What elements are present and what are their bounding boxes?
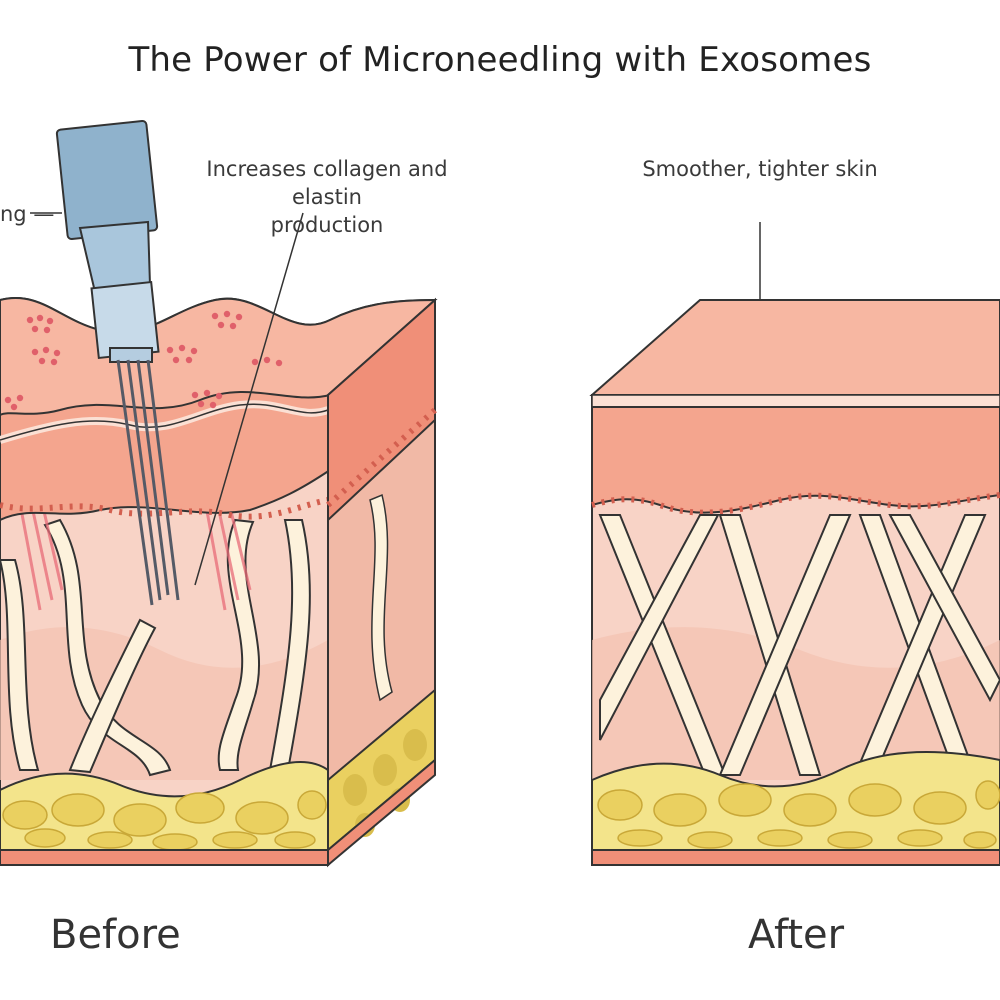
after-collagen-fibers: [598, 514, 1000, 776]
after-epidermis: [591, 406, 1000, 514]
callout-line-collagen: [194, 212, 304, 586]
collagen-callout-line1: Increases collagen and elastin: [206, 157, 448, 209]
after-top-surface: [589, 299, 1000, 396]
before-collagen-fibers: [0, 518, 311, 777]
device-callout-label: ng —: [0, 202, 55, 226]
microneedling-device-icon: [55, 119, 180, 606]
after-skin-block: [589, 299, 1000, 866]
before-fat-cells: [2, 790, 327, 851]
page-title: The Power of Microneedling with Exosomes: [128, 40, 872, 80]
collagen-callout-label: Increases collagen and elastin productio…: [172, 155, 482, 239]
after-fat-cells: [597, 780, 1000, 849]
smoother-callout-label: Smoother, tighter skin: [642, 157, 878, 181]
caption-before: Before: [50, 912, 181, 958]
before-skin-block: [0, 297, 438, 868]
before-pores: [4, 310, 283, 411]
caption-after: After: [748, 912, 845, 958]
collagen-callout-line2: production: [270, 213, 384, 237]
